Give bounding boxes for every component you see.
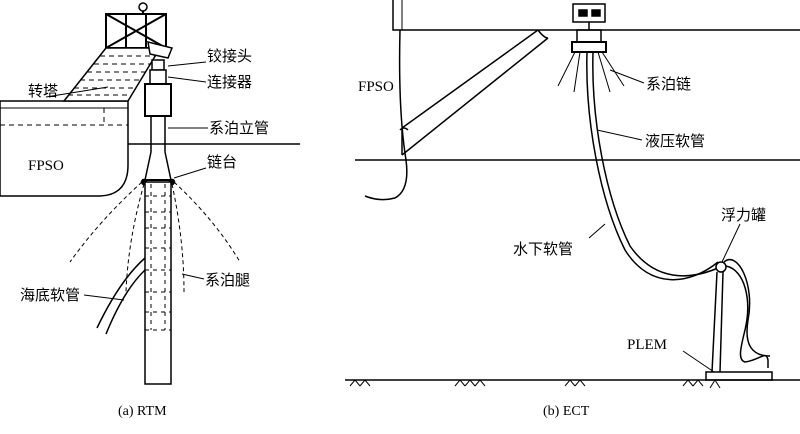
leaders-a [45, 61, 208, 301]
label-buoy: 浮力罐 [721, 206, 766, 224]
riser-column-dashes [145, 184, 171, 331]
deck-panel-b [392, 0, 403, 31]
label-mooring-leg: 系泊腿 [205, 271, 250, 289]
caption-b: (b) ECT [543, 404, 590, 419]
hinge-arm [147, 40, 174, 59]
buoy [715, 261, 727, 273]
label-hydraulic-hose: 液压软管 [645, 132, 705, 150]
panel-rtm [0, 2, 300, 385]
buoy-hose-loop-2 [723, 259, 771, 357]
label-joint: 铰接头 [207, 47, 252, 65]
panel-ect [345, 0, 800, 389]
seabed-marks [349, 379, 721, 389]
label-fpso-a: FPSO [28, 158, 64, 174]
braces-b [399, 29, 549, 156]
label-plem: PLEM [627, 337, 667, 353]
ect-turret [571, 3, 607, 53]
label-underwater-hose: 水下软管 [513, 240, 573, 258]
riser-taper [144, 151, 172, 181]
mooring-legs [69, 181, 241, 293]
turret-hatch [0, 55, 156, 126]
plem-riser-right [719, 271, 724, 373]
joint-block [151, 59, 165, 71]
plem-riser-left [711, 271, 718, 373]
leaders-b [588, 69, 741, 373]
label-fpso-b: FPSO [358, 79, 394, 95]
riser-head [144, 83, 172, 117]
label-chain-table: 链台 [207, 153, 237, 171]
label-riser: 系泊立管 [209, 119, 269, 137]
plem-base [705, 371, 773, 381]
connector-block [149, 69, 167, 85]
label-mooring-chain: 系泊链 [646, 75, 691, 93]
label-turret: 转塔 [28, 82, 58, 100]
hose-inner [592, 51, 719, 277]
label-subsea-hose: 海底软管 [20, 286, 80, 304]
subsea-hose [96, 257, 146, 335]
hose-outer [586, 51, 719, 281]
turret-tower [105, 2, 167, 49]
caption-a: (a) RTM [118, 404, 167, 419]
buoy-hose-loop [725, 265, 769, 368]
mooring-chains-b [557, 51, 625, 93]
riser-column [144, 181, 172, 385]
label-connector: 连接器 [207, 73, 252, 91]
fpso-hull-a [0, 100, 129, 197]
fpso-hull-b [364, 29, 408, 201]
